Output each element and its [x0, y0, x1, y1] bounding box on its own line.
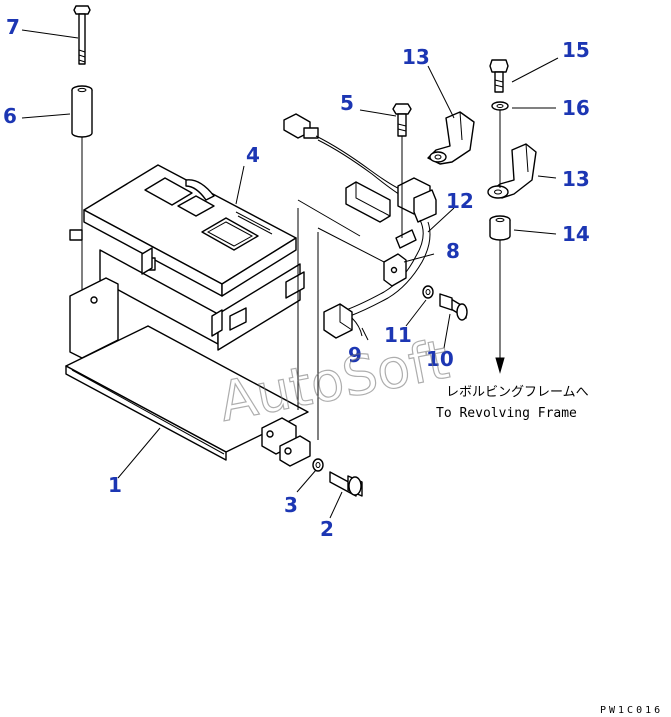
callout-2: 2	[320, 517, 334, 541]
collar-6	[71, 85, 93, 138]
note-english: To Revolving Frame	[436, 406, 577, 421]
callout-16: 16	[562, 96, 590, 120]
callout-3: 3	[284, 493, 298, 517]
controller-4	[69, 164, 297, 297]
callout-14: 14	[562, 222, 590, 246]
note-japanese: レボルビングフレームへ	[446, 385, 589, 400]
callout-4: 4	[246, 143, 260, 167]
bolt-15	[489, 59, 509, 93]
callout-15: 15	[562, 38, 590, 62]
callout-13-upper: 13	[402, 45, 430, 69]
bracket-13-lower	[487, 143, 537, 199]
callout-12: 12	[446, 189, 474, 213]
bolt-10	[439, 293, 468, 321]
wire-harness	[283, 113, 437, 440]
watermark: AutoSoft	[214, 328, 454, 434]
washer-16	[491, 101, 509, 111]
leader-lines	[21, 29, 559, 519]
callout-1: 1	[108, 473, 122, 497]
callout-11: 11	[384, 323, 412, 347]
callout-9: 9	[348, 343, 362, 367]
callout-13-lower: 13	[562, 167, 590, 191]
drawing-code: PW1C016	[600, 705, 663, 716]
bolt-5	[392, 103, 412, 238]
arrow-down-icon	[495, 357, 505, 374]
callout-10: 10	[426, 347, 454, 371]
bolt-7	[73, 5, 91, 65]
washer-3	[312, 458, 324, 472]
bracket-1	[65, 247, 311, 467]
callout-8: 8	[446, 239, 460, 263]
callout-5: 5	[340, 91, 354, 115]
callout-7: 7	[6, 15, 20, 39]
bolt-2	[329, 471, 363, 497]
collar-14	[489, 215, 511, 241]
callout-6: 6	[3, 104, 17, 128]
bracket-13-upper	[427, 111, 475, 165]
washer-11	[422, 285, 434, 299]
